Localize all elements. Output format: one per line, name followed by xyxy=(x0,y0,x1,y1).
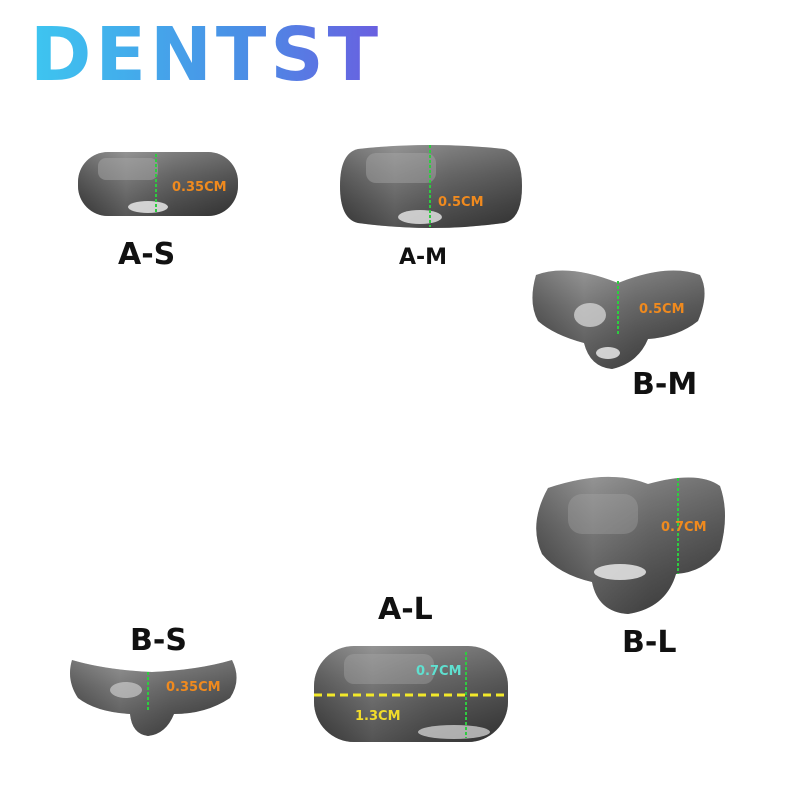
measurement-al-height: 0.7CM xyxy=(416,664,462,679)
measurement-bm-height: 0.5CM xyxy=(639,302,685,317)
label-am: A-M xyxy=(399,245,448,270)
matrix-band-bl xyxy=(536,476,725,614)
label-as: A-S xyxy=(118,237,176,272)
matrix-band-al xyxy=(314,646,508,742)
matrix-band-am xyxy=(340,145,522,228)
measurement-bs-height: 0.35CM xyxy=(166,680,221,695)
measurement-as-height: 0.35CM xyxy=(172,180,227,195)
matrix-band-bm xyxy=(532,270,705,369)
measurement-am-height: 0.5CM xyxy=(438,195,484,210)
measurement-bl-height: 0.7CM xyxy=(661,520,707,535)
brand-logo: DENTST xyxy=(30,12,383,98)
measurement-al-width: 1.3CM xyxy=(355,709,401,724)
label-al: A-L xyxy=(378,592,433,627)
matrix-band-as xyxy=(78,152,238,216)
matrix-band-bs xyxy=(70,660,237,736)
label-bl: B-L xyxy=(622,625,677,660)
label-bm: B-M xyxy=(632,367,698,402)
label-bs: B-S xyxy=(130,623,187,658)
